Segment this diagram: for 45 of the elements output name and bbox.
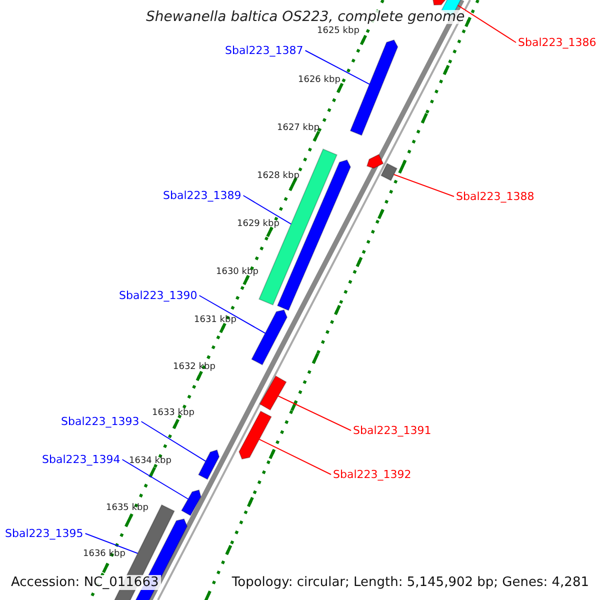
gene-block: [380, 162, 398, 182]
scale-label: 1636 kbp: [83, 550, 126, 559]
gene-label: Sbal223_1390: [119, 290, 198, 301]
gene-label: Sbal223_1386: [518, 37, 596, 48]
gene-label: Sbal223_1391: [353, 425, 432, 436]
leader-line: [198, 295, 266, 334]
gene-label: Sbal223_1394: [42, 454, 120, 465]
gene-feature: [198, 449, 220, 480]
leader-line: [393, 174, 454, 197]
leader-line: [140, 421, 206, 462]
accession-text: Accession: NC_011663: [9, 575, 161, 590]
gene-feature: [180, 489, 202, 516]
scale-label: 1625 kbp: [317, 27, 360, 36]
leader-line: [122, 459, 189, 500]
gene-label: Sbal223_1388: [456, 191, 534, 202]
gene-feature: [366, 154, 384, 169]
gene-feature: [238, 410, 272, 460]
scale-label: 1626 kbp: [298, 76, 340, 85]
scale-label: 1630 kbp: [216, 268, 258, 277]
genome-info-text: Topology: circular; Length: 5,145,902 bp; Genes: 4,281: [230, 575, 591, 590]
scale-label: 1635 kbp: [106, 504, 148, 513]
gene-label: Sbal223_1395: [5, 528, 84, 539]
leader-line: [457, 4, 516, 43]
gene-label: Sbal223_1393: [61, 416, 140, 427]
scale-label: 1634 kbp: [129, 457, 172, 466]
scale-label: 1629 kbp: [237, 220, 280, 229]
scale-label: 1632 kbp: [173, 363, 216, 372]
gene-feature: [251, 309, 288, 366]
scale-label: 1628 kbp: [257, 172, 300, 181]
title: Shewanella baltica OS223, complete genome: [146, 10, 465, 24]
scale-label: 1627 kbp: [277, 124, 320, 133]
leader-line: [278, 396, 352, 431]
gene-feature: [432, 0, 448, 6]
leader-line: [258, 438, 332, 475]
leader-line: [304, 50, 370, 85]
gene-bar: [259, 375, 287, 411]
leader-line: [84, 533, 138, 554]
gene-bar: [258, 148, 338, 306]
scale-label: 1633 kbp: [152, 409, 194, 418]
gene-feature: [350, 39, 398, 136]
scale-label: 1631 kbp: [194, 316, 236, 325]
gene-label: Sbal223_1389: [163, 190, 242, 201]
leader-line: [242, 195, 292, 225]
gene-label: Sbal223_1387: [225, 45, 304, 56]
gene-label: Sbal223_1392: [333, 469, 412, 480]
